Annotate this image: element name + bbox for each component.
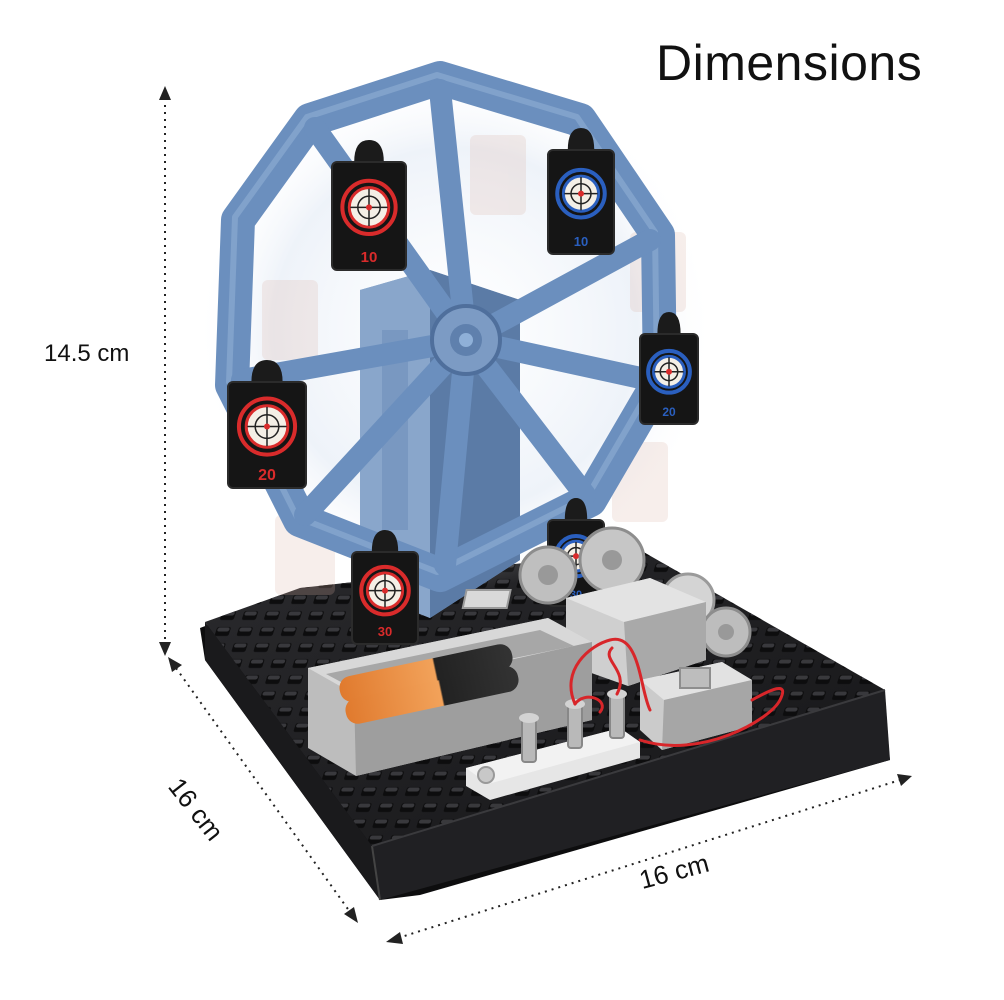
red-wires	[569, 637, 785, 747]
target-score-label: 20	[258, 467, 276, 484]
bullseye-dot	[382, 587, 388, 594]
target-outer-ring	[359, 564, 411, 617]
target-outer-ring	[555, 167, 607, 220]
target-score-label: 30	[378, 624, 392, 639]
target-clip	[251, 360, 283, 382]
page-title: Dimensions	[656, 35, 923, 91]
target-score-label: 10	[361, 249, 378, 266]
target-card: 10	[331, 140, 407, 271]
bullseye-dot	[666, 368, 672, 375]
depth-arrow-bottom	[344, 907, 358, 923]
ferris-wheel	[215, 61, 677, 592]
target-card: 10	[547, 128, 615, 255]
target-clip	[371, 530, 399, 552]
height-dimension-label: 14.5 cm	[44, 340, 130, 367]
height-arrow-top	[159, 86, 171, 100]
motor-module	[461, 578, 706, 686]
target-clip	[354, 140, 384, 162]
bullseye-dot	[366, 204, 372, 211]
target-outer-ring	[236, 396, 298, 457]
target-outer-ring	[646, 348, 692, 395]
target-score-label: 20	[662, 405, 676, 419]
target-card: 30	[351, 530, 419, 645]
target-outer-ring	[340, 178, 398, 236]
width-arrow-right	[897, 774, 912, 786]
target-card: 20	[227, 360, 307, 489]
target-clip	[564, 498, 588, 520]
depth-dimension-line	[175, 667, 351, 913]
target-clip	[657, 312, 681, 334]
bullseye-dot	[264, 423, 270, 430]
target-score-label: 10	[574, 234, 588, 249]
target-card: 20	[639, 312, 699, 425]
switch-module	[640, 662, 752, 750]
bullseye-dot	[573, 553, 579, 560]
height-arrow-bottom	[159, 642, 171, 656]
depth-arrow-top	[168, 657, 182, 672]
bullseye-dot	[578, 190, 584, 197]
target-clip	[567, 128, 595, 150]
terminal-block	[466, 689, 640, 800]
battery-cells	[339, 644, 519, 724]
width-arrow-left	[386, 932, 403, 944]
